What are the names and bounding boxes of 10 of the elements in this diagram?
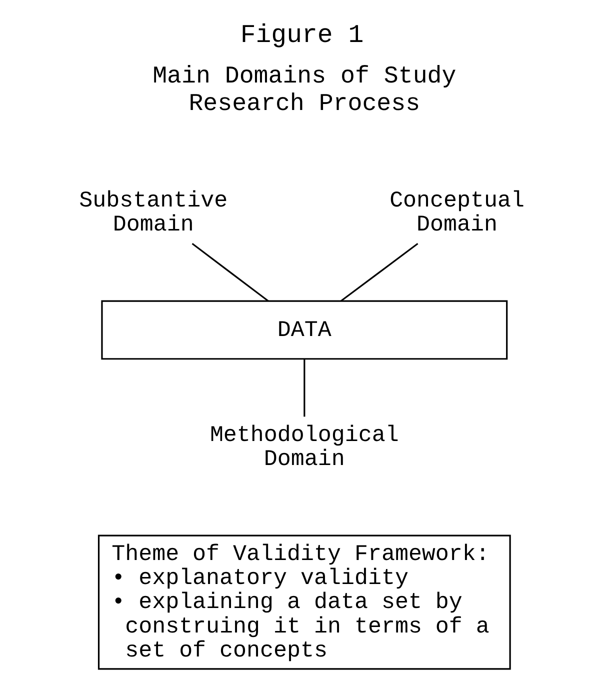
node-text: Methodological Domain bbox=[210, 422, 399, 472]
connector bbox=[340, 243, 418, 302]
diagram-title: Figure 1 bbox=[240, 21, 364, 50]
connector bbox=[192, 243, 269, 302]
connector bbox=[304, 359, 306, 417]
label: Main Domains of Study Research Process bbox=[152, 64, 456, 118]
node-box: Theme of Validity Framework: • explanatory validity • explaining a data set by construing it in terms of a set of concepts bbox=[98, 534, 511, 670]
node-text: Conceptual Domain bbox=[390, 188, 525, 238]
node-box: DATA bbox=[101, 300, 508, 360]
node-text: Substantive Domain bbox=[79, 188, 228, 238]
